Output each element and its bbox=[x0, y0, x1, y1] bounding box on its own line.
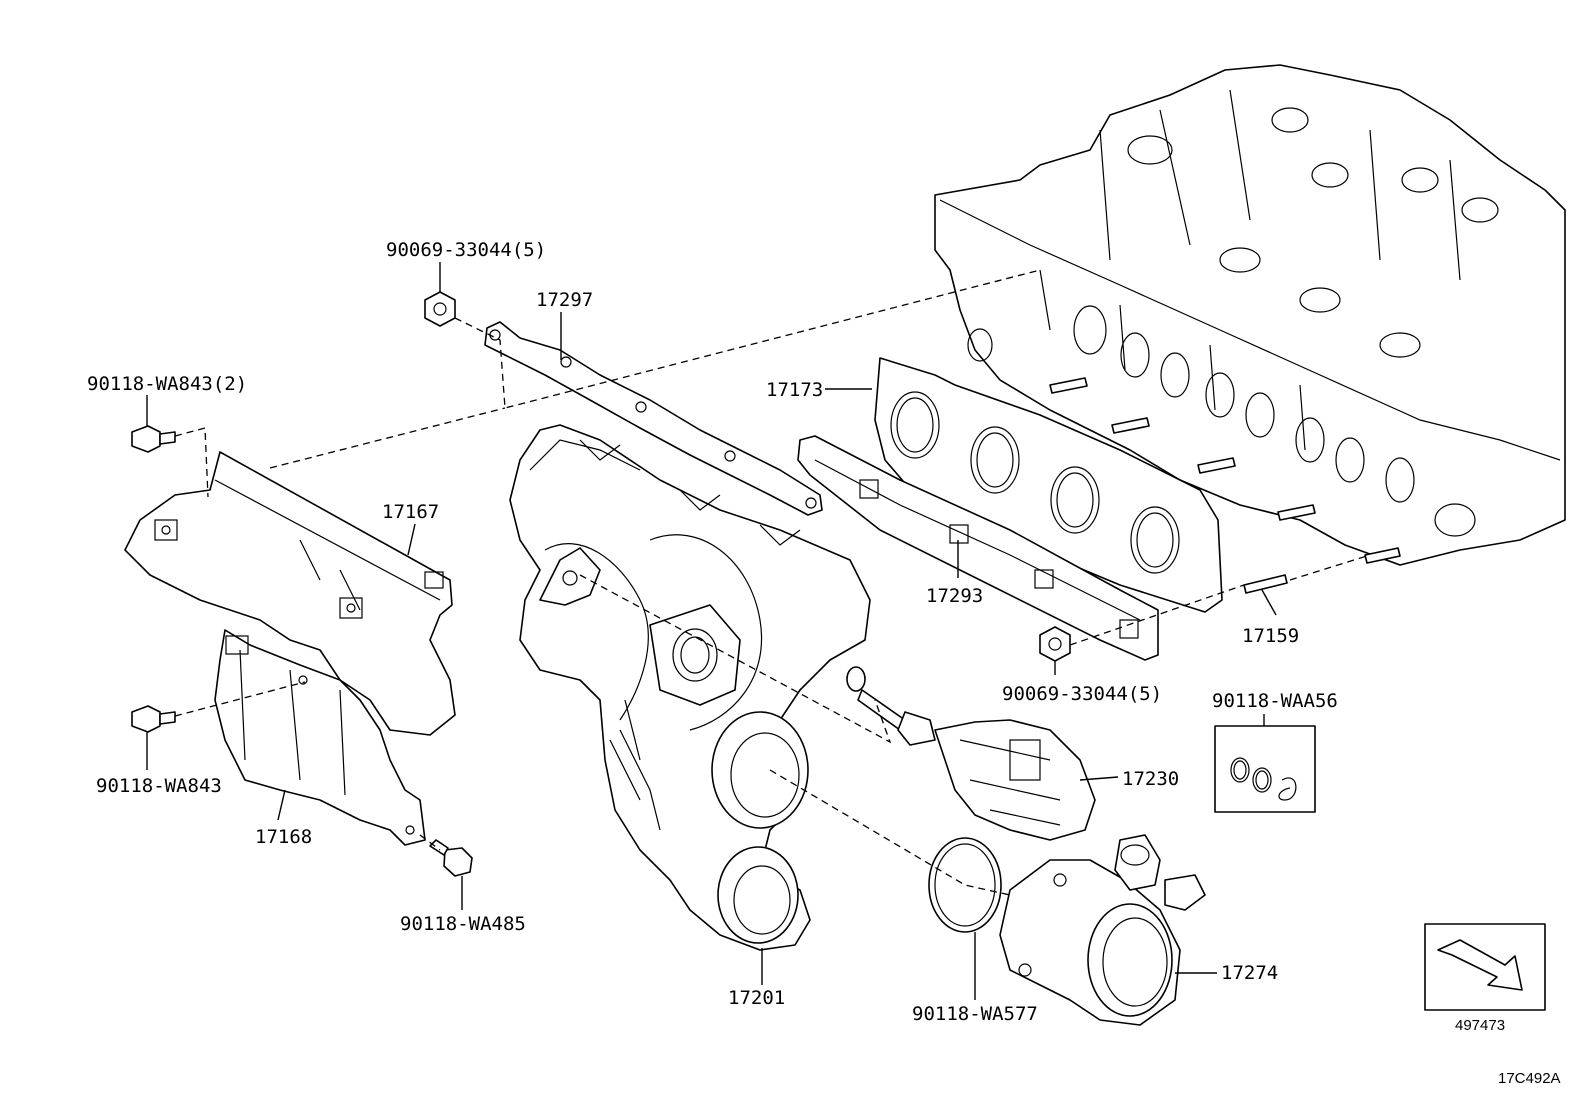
callout-labels: 90069-33044(5) 17297 90118-WA843(2) 1717… bbox=[87, 239, 1561, 1087]
label-17230: 17230 bbox=[1122, 768, 1179, 790]
label-17173: 17173 bbox=[766, 379, 823, 401]
label-17201: 17201 bbox=[728, 987, 785, 1009]
nut-bottom-drawing bbox=[1039, 626, 1071, 662]
bolt-wa843-drawing bbox=[131, 705, 176, 733]
spacer-plate-drawing bbox=[797, 435, 1159, 661]
label-waa56: 90118-WAA56 bbox=[1212, 690, 1338, 712]
outlet-elbow-drawing bbox=[999, 834, 1206, 1026]
turbocharger-drawing bbox=[509, 424, 871, 951]
diagram-code: 17C492A bbox=[1498, 1070, 1561, 1087]
o-ring-drawing bbox=[928, 837, 1002, 933]
wastegate-actuator-drawing bbox=[846, 666, 1096, 841]
label-bolt-wa485: 90118-WA485 bbox=[400, 913, 526, 935]
reference-arrow-box bbox=[1424, 923, 1546, 1011]
label-bolt-wa843-2: 90118-WA843(2) bbox=[87, 373, 247, 395]
label-wa577: 90118-WA577 bbox=[912, 1003, 1038, 1025]
label-17168: 17168 bbox=[255, 826, 312, 848]
heat-insulator-lower-drawing bbox=[214, 629, 426, 846]
bolt-wa843-2-drawing bbox=[131, 425, 176, 453]
bolt-wa485-drawing bbox=[429, 839, 473, 877]
label-17159: 17159 bbox=[1242, 625, 1299, 647]
label-17297: 17297 bbox=[536, 289, 593, 311]
seal-kit-box bbox=[1214, 725, 1316, 813]
alignment-lines bbox=[174, 269, 1371, 896]
label-nut-top: 90069-33044(5) bbox=[386, 239, 546, 261]
label-17274: 17274 bbox=[1221, 962, 1278, 984]
cylinder-head-drawing bbox=[934, 64, 1566, 594]
label-bolt-wa843: 90118-WA843 bbox=[96, 775, 222, 797]
label-nut-bottom: 90069-33044(5) bbox=[1002, 683, 1162, 705]
manifold-gasket-drawing bbox=[874, 357, 1223, 613]
reference-box-code: 497473 bbox=[1455, 1017, 1505, 1034]
bracket-drawing bbox=[484, 321, 823, 516]
nut-top-drawing bbox=[424, 291, 456, 327]
label-17167: 17167 bbox=[382, 501, 439, 523]
leader-lines bbox=[146, 262, 1277, 1000]
label-17293: 17293 bbox=[926, 585, 983, 607]
